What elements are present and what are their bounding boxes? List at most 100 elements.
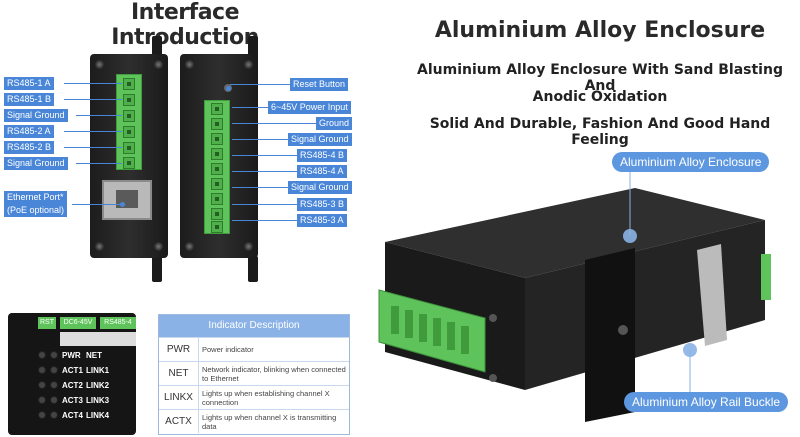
led-icon xyxy=(38,381,46,389)
led-icon xyxy=(38,411,46,419)
leader-line xyxy=(232,204,297,205)
screw-icon xyxy=(618,325,628,335)
screw-icon xyxy=(95,60,104,69)
panel-dc-label: DC6-45V xyxy=(60,317,96,329)
screw-icon xyxy=(489,314,497,322)
label-rs485-3b: RS485-3 B xyxy=(297,198,348,211)
led-label: LINK1 xyxy=(86,366,110,375)
screw-icon xyxy=(244,242,253,251)
panel-rst-label: RST xyxy=(38,317,56,329)
terminal-pin xyxy=(123,94,135,106)
led-row: ACT1 LINK1 xyxy=(38,366,110,375)
terminal-pin xyxy=(211,133,223,145)
enclosure-illustration xyxy=(378,172,771,422)
pointer-dot xyxy=(226,86,231,91)
table-row: ACTX Lights up when channel X is transmi… xyxy=(159,409,349,433)
led-row: ACT2 LINK2 xyxy=(38,381,110,390)
leader-line xyxy=(64,131,122,132)
table-row: NET Network indicator, blinking when con… xyxy=(159,361,349,385)
led-label: NET xyxy=(86,351,102,360)
right-line-2: Anodic Oxidation xyxy=(532,89,668,105)
screw-icon xyxy=(244,60,253,69)
right-title: Aluminium Alloy Enclosure xyxy=(434,18,766,43)
mount-ear-bottom-right xyxy=(248,256,258,282)
mount-ear-top-right xyxy=(248,36,258,62)
led-label: ACT2 xyxy=(62,381,83,390)
label-rs485-1b: RS485-1 B xyxy=(4,93,55,106)
mount-ear-bottom-left xyxy=(152,256,162,282)
led-label: LINK4 xyxy=(86,411,110,420)
table-row: LINKX Lights up when establishing channe… xyxy=(159,385,349,409)
indicator-desc: Lights up when channel X is transmitting… xyxy=(202,412,337,431)
callout-rail-buckle: Aluminium Alloy Rail Buckle xyxy=(624,392,789,412)
right-line-1: Aluminium Alloy Enclosure With Sand Blas… xyxy=(417,62,783,94)
led-icon xyxy=(50,411,58,419)
indicator-desc: Power indicator xyxy=(202,345,254,354)
table-row: PWR Power indicator xyxy=(159,337,349,361)
terminal-pin xyxy=(211,193,223,205)
screw-icon xyxy=(154,242,163,251)
label-signal-ground-2: Signal Ground xyxy=(4,157,68,170)
label-rs485-1a: RS485-1 A xyxy=(4,77,54,90)
label-rs485-3a: RS485-3 A xyxy=(297,214,347,227)
screw-icon xyxy=(489,374,497,382)
indicator-key: NET xyxy=(159,362,199,385)
left-title: Interface Introduction xyxy=(111,0,259,50)
leader-line xyxy=(232,155,297,156)
terminal-pin xyxy=(211,178,223,190)
leader-line xyxy=(72,204,122,205)
leader-line xyxy=(232,123,316,124)
label-rs485-4b: RS485-4 B xyxy=(297,149,348,162)
led-icon xyxy=(38,366,46,374)
side-terminal xyxy=(761,254,771,300)
leader-line xyxy=(230,84,290,85)
callout-enclosure: Aluminium Alloy Enclosure xyxy=(612,152,770,172)
led-label: ACT4 xyxy=(62,411,83,420)
terminal-pin xyxy=(211,163,223,175)
led-label: LINK2 xyxy=(86,381,110,390)
leader-line xyxy=(64,147,122,148)
indicator-key: ACTX xyxy=(159,410,199,433)
label-signal-ground-3: Signal Ground xyxy=(288,133,352,146)
ethernet-port xyxy=(102,180,152,220)
label-signal-ground-4: Signal Ground xyxy=(288,181,352,194)
led-label: PWR xyxy=(62,351,81,360)
terminal-pin xyxy=(123,78,135,90)
terminal-block-left xyxy=(116,74,142,170)
leader-line xyxy=(232,171,297,172)
leader-line xyxy=(76,163,122,164)
screw-icon xyxy=(185,60,194,69)
leader-line xyxy=(232,220,297,221)
led-icon xyxy=(50,396,58,404)
device-front-left xyxy=(90,54,168,258)
led-panel: RST DC6-45V RS485-4 PWR NET ACT1 LINK1 A… xyxy=(8,313,136,435)
terminal-pin xyxy=(123,157,135,169)
led-icon xyxy=(50,351,58,359)
indicator-desc: Network indicator, blinking when connect… xyxy=(202,364,346,383)
label-ground: Ground xyxy=(316,117,353,130)
label-reset-button: Reset Button xyxy=(290,78,349,91)
indicator-key: LINKX xyxy=(159,386,199,409)
label-rs485-2a: RS485-2 A xyxy=(4,125,54,138)
leader-line xyxy=(76,115,122,116)
pointer-dot xyxy=(120,202,125,207)
label-ethernet-line1: Ethernet Port* xyxy=(7,192,64,202)
screw-icon xyxy=(154,60,163,69)
rail-buckle xyxy=(585,248,635,422)
leader-line xyxy=(64,83,122,84)
led-row: ACT3 LINK3 xyxy=(38,396,110,405)
terminal-block-right xyxy=(204,100,230,234)
terminal-pin xyxy=(123,126,135,138)
indicator-title: Indicator Description xyxy=(159,315,349,337)
terminal-pin xyxy=(211,208,223,220)
terminal-pin xyxy=(123,142,135,154)
leader-line xyxy=(232,187,288,188)
label-rs485-4a: RS485-4 A xyxy=(297,165,347,178)
led-label: ACT3 xyxy=(62,396,83,405)
led-label: LINK3 xyxy=(86,396,110,405)
terminal-pin xyxy=(211,103,223,115)
indicator-table: Indicator Description PWR Power indicato… xyxy=(158,314,350,435)
label-signal-ground-1: Signal Ground xyxy=(4,109,68,122)
led-label: ACT1 xyxy=(62,366,83,375)
led-row: PWR NET xyxy=(38,351,110,360)
